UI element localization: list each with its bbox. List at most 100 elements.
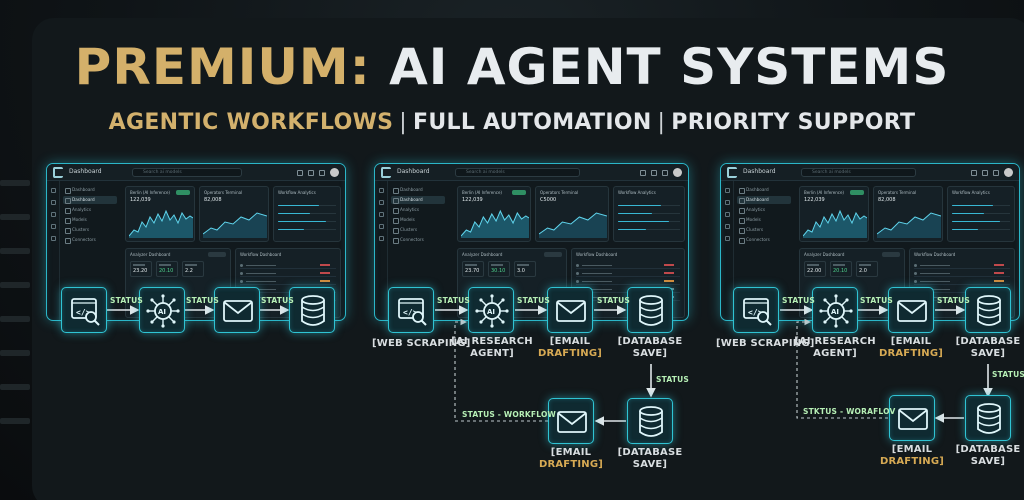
status-label: STATUS — [186, 296, 219, 305]
email-node[interactable] — [214, 287, 260, 333]
cube-icon[interactable] — [378, 224, 384, 229]
email-node[interactable] — [888, 287, 934, 333]
alert-icon[interactable] — [662, 169, 668, 176]
svg-text:</>: </> — [748, 308, 763, 317]
sidebar-nav: Dashboard Dashboard Analytics Models Clu… — [391, 186, 445, 246]
email-node-secondary[interactable] — [889, 395, 935, 441]
cluster-icon[interactable] — [724, 236, 730, 241]
settings-icon[interactable] — [651, 169, 657, 176]
sidebar-item[interactable]: Dashboard — [737, 186, 791, 194]
sidebar-item[interactable]: Analytics — [391, 206, 445, 214]
search-input[interactable]: Search ai models — [132, 168, 242, 177]
card-title: Berlin (AI Inference) — [462, 190, 502, 195]
sidebar-item[interactable]: Analytics — [737, 206, 791, 214]
chart-icon[interactable] — [378, 212, 384, 217]
database-node-secondary[interactable] — [965, 395, 1011, 441]
progress-list — [278, 199, 336, 231]
sidebar-item-active[interactable]: Dashboard — [391, 196, 445, 204]
search-input[interactable]: Search ai models — [455, 168, 580, 177]
sidebar-item[interactable]: Clusters — [391, 226, 445, 234]
notification-icon[interactable] — [640, 169, 646, 176]
kpi-value: 20.10 — [830, 261, 852, 277]
loop-status-label: STKTUS - WORAFLOV — [803, 407, 896, 416]
grid-icon[interactable] — [50, 200, 56, 205]
email-node-secondary[interactable] — [548, 398, 594, 444]
sidebar-item[interactable]: Dashboard — [63, 186, 117, 194]
status-badge — [850, 190, 864, 195]
sidebar-item[interactable]: Clusters — [737, 226, 791, 234]
card-title: Analyzer Dashboard — [130, 252, 171, 257]
cube-icon[interactable] — [50, 224, 56, 229]
logo-icon — [53, 167, 63, 178]
notification-icon[interactable] — [971, 169, 977, 176]
cluster-icon[interactable] — [50, 236, 56, 241]
ai-chip-icon: AI — [475, 294, 509, 328]
email-node[interactable] — [547, 287, 593, 333]
operators-card: Operators Terminal 82,008 — [873, 186, 943, 242]
status-label: STATUS — [992, 370, 1024, 379]
sidebar-item[interactable]: Dashboard — [391, 186, 445, 194]
card-title: Workflow Dashboard — [914, 252, 956, 257]
alert-icon[interactable] — [993, 169, 999, 176]
sidebar-item-active[interactable]: Dashboard — [63, 196, 117, 204]
sidebar-item[interactable]: Models — [391, 216, 445, 224]
avatar[interactable] — [1004, 168, 1013, 177]
search-input[interactable]: Search ai models — [801, 168, 916, 177]
sidebar-item[interactable]: Models — [63, 216, 117, 224]
status-label: STATUS — [782, 296, 815, 305]
envelope-icon — [557, 411, 587, 433]
sidebar-item[interactable]: Connectors — [737, 236, 791, 244]
title-prefix: PREMIUM: — [74, 38, 371, 96]
sidebar-item[interactable]: Clusters — [63, 226, 117, 234]
chart-icon[interactable] — [50, 212, 56, 217]
database-icon — [639, 406, 663, 437]
chart-icon[interactable] — [724, 212, 730, 217]
ai-agent-node[interactable]: AI — [468, 287, 514, 333]
ai-agent-node[interactable]: AI — [139, 287, 185, 333]
sidebar-item[interactable]: Connectors — [391, 236, 445, 244]
cube-icon[interactable] — [724, 224, 730, 229]
cluster-icon[interactable] — [378, 236, 384, 241]
database-node[interactable] — [965, 287, 1011, 333]
sidebar-item[interactable]: Analytics — [63, 206, 117, 214]
card-title: Analyzer Dashboard — [804, 252, 845, 257]
sidebar-item-active[interactable]: Dashboard — [737, 196, 791, 204]
alert-icon[interactable] — [319, 169, 325, 176]
sidebar-item[interactable]: Connectors — [63, 236, 117, 244]
svg-text:</>: </> — [76, 308, 91, 317]
icon-rail — [721, 181, 734, 320]
page-subtitle: AGENTIC WORKFLOWS|FULL AUTOMATION|PRIORI… — [0, 110, 1024, 135]
database-node[interactable] — [627, 287, 673, 333]
kpi-value: 2.2 — [182, 261, 204, 277]
web-scraping-node[interactable]: </> — [733, 287, 779, 333]
notification-icon[interactable] — [297, 169, 303, 176]
ai-agent-node[interactable]: AI — [812, 287, 858, 333]
web-scraping-node[interactable]: </> — [61, 287, 107, 333]
avatar[interactable] — [330, 168, 339, 177]
icon-rail — [375, 181, 388, 320]
sidebar-item[interactable]: Models — [737, 216, 791, 224]
kpi-value: 20.10 — [156, 261, 178, 277]
home-icon[interactable] — [724, 188, 730, 193]
ai-chip-icon: AI — [146, 294, 180, 328]
workflow-analytics-card: Workflow Analytics — [613, 186, 685, 242]
database-icon — [639, 295, 663, 326]
home-icon[interactable] — [378, 188, 384, 193]
grid-icon[interactable] — [724, 200, 730, 205]
settings-icon[interactable] — [982, 169, 988, 176]
status-label: STATUS — [656, 375, 689, 384]
web-scraping-label: [WEB SCRAPING] — [716, 338, 815, 349]
flow-3-arrows — [780, 305, 993, 423]
grid-icon[interactable] — [378, 200, 384, 205]
database-node-secondary[interactable] — [627, 398, 673, 444]
home-icon[interactable] — [50, 188, 56, 193]
avatar[interactable] — [673, 168, 682, 177]
settings-icon[interactable] — [308, 169, 314, 176]
web-scraping-node[interactable]: </> — [388, 287, 434, 333]
database-node[interactable] — [289, 287, 335, 333]
